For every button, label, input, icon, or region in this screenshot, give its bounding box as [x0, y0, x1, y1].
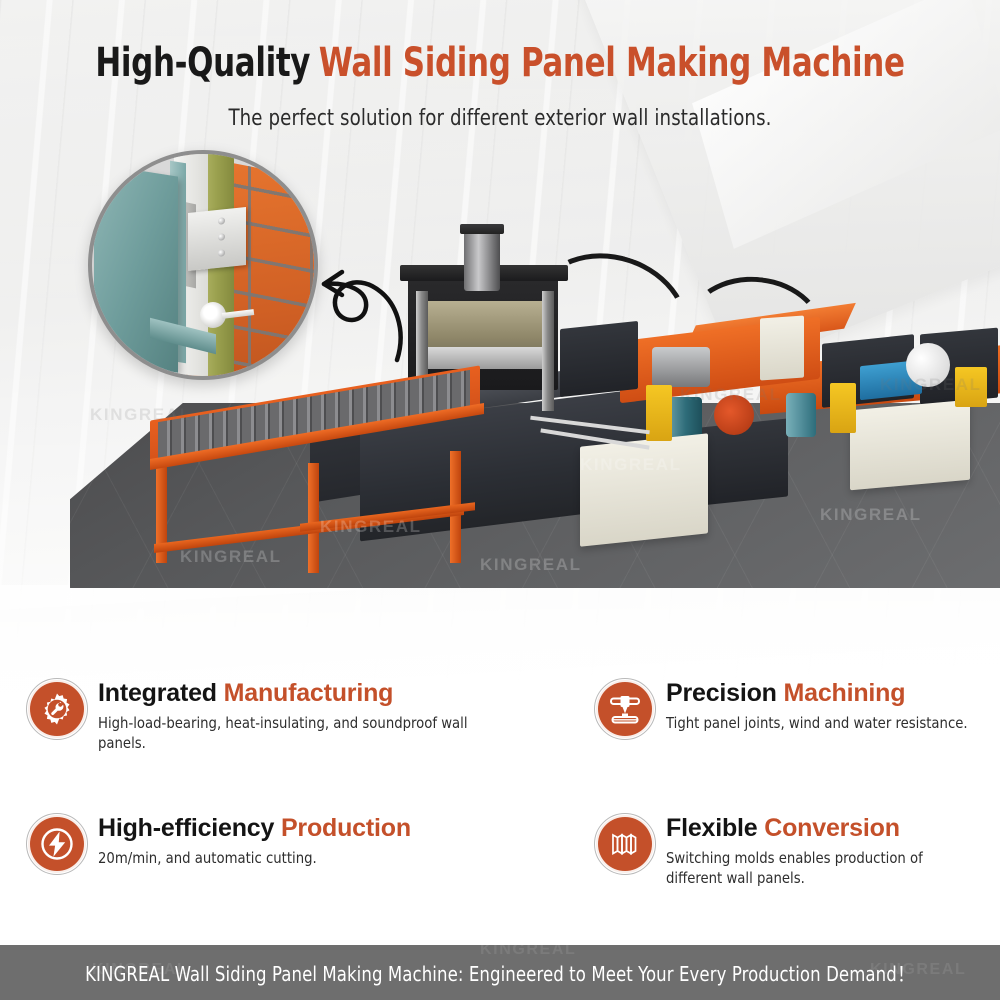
- feature-item-precision-machining: Precision Machining Tight panel joints, …: [594, 676, 986, 740]
- feature-text: Integrated Manufacturing High-load-beari…: [98, 676, 518, 753]
- feature-title-primary: Precision: [666, 679, 777, 707]
- gear-wrench-icon: [26, 678, 88, 740]
- feature-title-primary: High-efficiency: [98, 814, 275, 842]
- control-box-1: [646, 385, 672, 441]
- feature-item-high-efficiency-production: High-efficiency Production 20m/min, and …: [26, 811, 548, 875]
- press-hydraulic-cylinder: [460, 224, 504, 291]
- mounting-bracket: [188, 206, 246, 272]
- feature-title-accent: Machining: [783, 679, 906, 707]
- feature-title-primary: Integrated: [98, 679, 217, 707]
- hydraulic-press-frame: [408, 275, 558, 390]
- hydraulic-pack-3: [760, 315, 804, 381]
- control-box-2: [830, 383, 856, 433]
- page-title-accent: Wall Siding Panel Making Machine: [318, 40, 905, 86]
- cable-reel: [714, 395, 754, 435]
- bracket-bolt: [218, 249, 225, 257]
- feature-description: Switching molds enables production of di…: [666, 849, 923, 887]
- bracket-bolt: [218, 217, 225, 225]
- hydraulic-pack-2: [850, 399, 970, 491]
- machine-photo: KINGREAL KINGREAL KINGREAL KINGREAL KING…: [60, 224, 1000, 588]
- feature-text: Flexible Conversion Switching molds enab…: [666, 811, 986, 888]
- watermark: KINGREAL: [480, 945, 577, 958]
- drive-motor-3: [786, 393, 816, 437]
- hydraulic-pack-1: [580, 433, 708, 547]
- press-column-right: [542, 291, 554, 411]
- folded-panel-icon: [594, 813, 656, 875]
- press-machine-icon: [594, 678, 656, 740]
- drive-motor-1: [652, 347, 710, 387]
- control-box-3: [955, 367, 987, 407]
- roller-conveyor-table: [150, 365, 490, 573]
- conveyor-leg-2: [308, 463, 319, 573]
- feature-title: Precision Machining: [666, 678, 983, 708]
- feature-item-integrated-manufacturing: Integrated Manufacturing High-load-beari…: [26, 676, 548, 753]
- feature-item-flexible-conversion: Flexible Conversion Switching molds enab…: [594, 811, 986, 888]
- feature-description: 20m/min, and automatic cutting.: [98, 849, 317, 867]
- conveyor-brace-mid: [300, 502, 475, 532]
- conveyor-leg-1: [156, 437, 167, 563]
- feature-title-accent: Production: [280, 814, 411, 842]
- feature-title-primary: Flexible: [666, 814, 758, 842]
- lightning-bolt-icon: [26, 813, 88, 875]
- feature-grid: Integrated Manufacturing High-load-beari…: [0, 668, 1000, 918]
- bracket-bolt: [218, 233, 225, 241]
- page-title-primary: High-Quality: [95, 40, 311, 86]
- feature-title: High-efficiency Production: [98, 813, 411, 843]
- feature-description: High-load-bearing, heat-insulating, and …: [98, 714, 468, 752]
- feature-title-accent: Manufacturing: [223, 679, 394, 707]
- feature-title: Integrated Manufacturing: [98, 678, 518, 708]
- wall-cutaway-inset: [88, 150, 318, 380]
- feature-text: Precision Machining Tight panel joints, …: [666, 676, 983, 733]
- curved-arrow-icon: [302, 258, 412, 373]
- feature-text: High-efficiency Production 20m/min, and …: [98, 811, 411, 868]
- footer-tagline: KINGREAL Wall Siding Panel Making Machin…: [84, 962, 916, 986]
- coil-roll: [906, 343, 950, 387]
- feature-title-accent: Conversion: [764, 814, 900, 842]
- insulation-anchor-disc: [200, 302, 226, 328]
- background-white-fade: [0, 585, 1000, 955]
- footer-banner: KINGREAL KINGREAL KINGREAL KINGREAL Wall…: [0, 945, 1000, 1000]
- page-subtitle: The perfect solution for different exter…: [228, 105, 772, 131]
- feature-description: Tight panel joints, wind and water resis…: [666, 714, 968, 732]
- feature-title: Flexible Conversion: [666, 813, 986, 843]
